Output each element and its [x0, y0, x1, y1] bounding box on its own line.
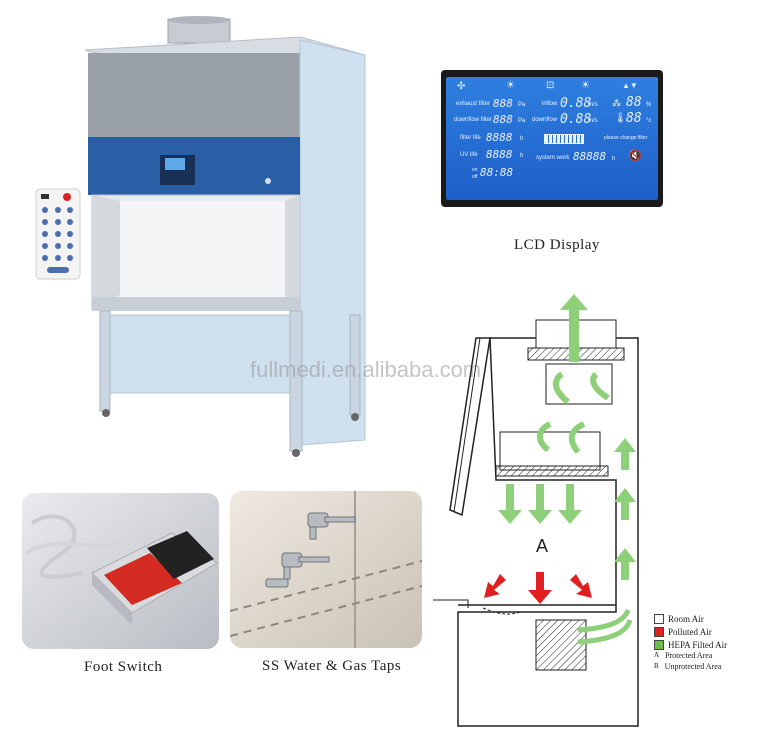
- filter-life-label: filter life: [460, 135, 481, 141]
- watermark: fullmedi.en.alibaba.com: [250, 357, 482, 382]
- humidity-value: 88: [626, 95, 642, 110]
- system-work-label: system work: [536, 155, 570, 161]
- legend-swatch-room-air: [654, 613, 664, 624]
- taps-photo: [230, 491, 422, 648]
- legend-key: B: [654, 662, 659, 670]
- system-work-unit: h: [612, 156, 616, 162]
- temp-value: 88: [626, 111, 642, 126]
- uv-life-label: UV life: [460, 152, 478, 158]
- legend-swatch-hepa-air: [654, 639, 664, 650]
- exhaust-filter-label: exhaust filter: [456, 101, 491, 107]
- legend-item-hepa-air: HEPA Filted Air: [654, 638, 762, 651]
- legend: Room Air Polluted Air HEPA Filted Air A …: [654, 612, 762, 673]
- legend-label: Polluted Air: [668, 626, 712, 637]
- exhaust-filter-value: 888: [493, 97, 513, 110]
- lcd-caption: LCD Display: [514, 237, 600, 253]
- humidity-icon: ⁂: [612, 98, 621, 108]
- downflow-filter-label: downflow filter: [454, 117, 493, 123]
- downflow-filter-value: 888: [493, 113, 513, 126]
- temp-unit: °c: [646, 118, 652, 124]
- legend-key: A: [654, 651, 660, 659]
- uv-life-unit: h: [520, 153, 524, 159]
- legend-item-polluted-air: Polluted Air: [654, 625, 762, 638]
- socket-icon: ⊡: [546, 80, 555, 91]
- legend-label: Room Air: [668, 613, 704, 624]
- downflow-speed-unit: m/s: [588, 118, 598, 124]
- foot-switch-photo: [22, 493, 219, 649]
- legend-key-label: Unprotected Area: [664, 662, 722, 671]
- filter-life-value: 8888: [486, 131, 513, 144]
- foot-switch-caption: Foot Switch: [84, 659, 163, 675]
- legend-text-unprotected: B Unprotected Area: [654, 662, 762, 673]
- filter-life-unit: h: [520, 136, 524, 142]
- inflow-value: 0.88: [560, 96, 592, 111]
- legend-key-label: Protected Area: [665, 651, 713, 660]
- cabinet-illustration: [80, 15, 380, 465]
- uv-light-icon: ☀: [581, 80, 590, 91]
- lcd-display: ✣ ☀ ⊡ ☀ ▲▼ exhaust filter 888 Pa downflo…: [441, 70, 663, 207]
- legend-item-room-air: Room Air: [654, 612, 762, 625]
- legend-swatch-polluted-air: [654, 626, 664, 637]
- legend-text-protected: A Protected Area: [654, 651, 762, 662]
- mute-speaker-icon: 🔇: [628, 150, 642, 162]
- change-filter-label: please change filter: [604, 135, 648, 141]
- level-bar: [544, 134, 584, 144]
- downflow-speed-value: 0.88: [560, 112, 592, 127]
- arrows-icon: ▲▼: [622, 81, 638, 90]
- on-label: on: [472, 167, 478, 173]
- system-work-value: 88888: [573, 150, 607, 163]
- legend-label: HEPA Filted Air: [668, 639, 728, 650]
- time-value: 88:88: [480, 166, 514, 179]
- downflow-filter-unit: Pa: [518, 118, 526, 124]
- humidity-unit: %: [646, 102, 652, 108]
- downflow-label: downflow: [532, 117, 558, 123]
- fan-icon: ✣: [457, 81, 466, 92]
- remote-control-illustration: [35, 188, 81, 280]
- airflow-diagram: A: [428, 290, 648, 730]
- inflow-unit: m/s: [588, 102, 598, 108]
- exhaust-filter-unit: Pa: [518, 102, 526, 108]
- inflow-label: inflow: [542, 101, 558, 107]
- uv-life-value: 8888: [486, 148, 513, 161]
- thermometer-icon: 🌡: [614, 113, 627, 124]
- diagram-label-a: A: [536, 536, 548, 556]
- light-icon: ☀: [506, 80, 515, 91]
- taps-caption: SS Water & Gas Taps: [262, 658, 402, 674]
- off-label: off: [472, 174, 478, 180]
